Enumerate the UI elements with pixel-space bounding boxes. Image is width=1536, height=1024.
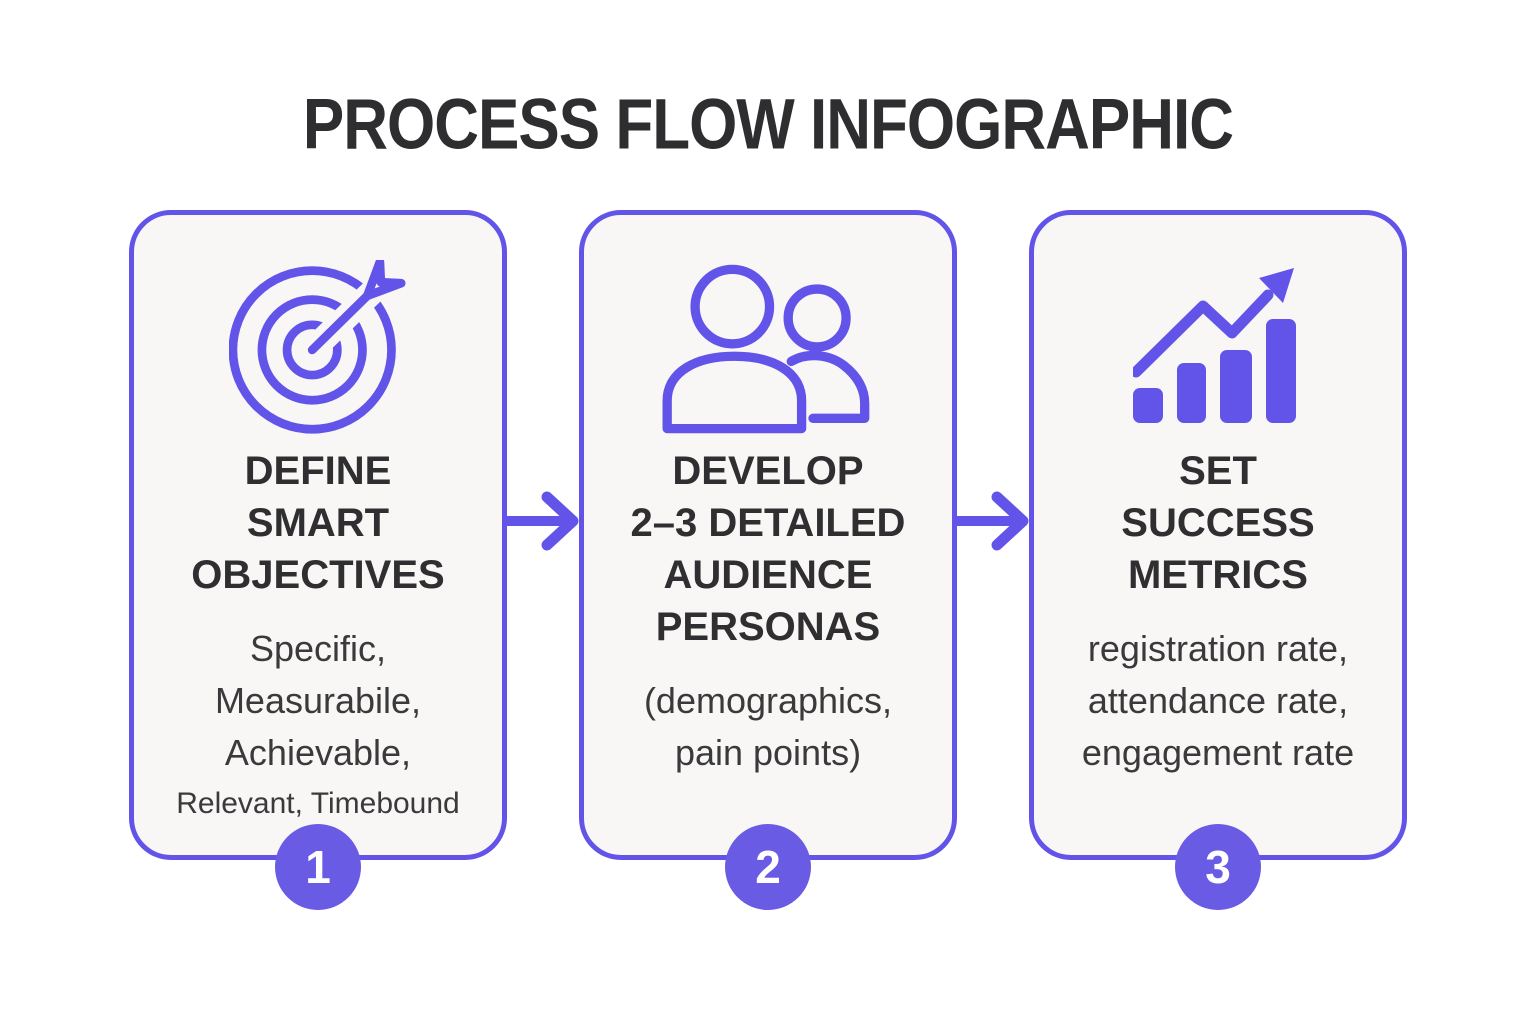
process-flow: DEFINE SMART OBJECTIVES Specific, Measur… — [129, 210, 1407, 910]
step-subtext-small: Relevant, Timebound — [176, 787, 460, 820]
infographic-canvas: { "title": "PROCESS FLOW INFOGRAPHIC", "… — [0, 84, 1536, 1024]
flow-arrow-icon — [507, 491, 579, 551]
step-card-audience-personas: DEVELOP 2–3 DETAILED AUDIENCE PERSONAS (… — [579, 210, 957, 910]
step-subtext: (demographics, pain points) — [643, 680, 893, 773]
step-number-badge: 3 — [1175, 824, 1261, 910]
people-icon — [662, 264, 870, 433]
step-heading: SET SUCCESS METRICS — [1121, 449, 1315, 597]
step-icon-box — [229, 255, 407, 441]
flow-arrow-icon — [957, 491, 1029, 551]
flow-connector — [957, 489, 1029, 553]
step-number-badge: 2 — [725, 824, 811, 910]
step-subtext: Specific, Measurabile, Achievable, — [214, 628, 422, 773]
step-heading: DEFINE SMART OBJECTIVES — [191, 449, 445, 597]
step-subtext: registration rate, attendance rate, enga… — [1081, 628, 1355, 773]
step-heading: DEVELOP 2–3 DETAILED AUDIENCE PERSONAS — [630, 449, 906, 649]
step-number-badge: 1 — [275, 824, 361, 910]
target-icon — [229, 260, 407, 434]
step-card-success-metrics: SET SUCCESS METRICS registration rate, a… — [1029, 210, 1407, 910]
step-card-define-objectives: DEFINE SMART OBJECTIVES Specific, Measur… — [129, 210, 507, 910]
bar-chart-growth-icon — [1133, 268, 1296, 423]
page-title: PROCESS FLOW INFOGRAPHIC — [302, 85, 1234, 165]
step-icon-box — [662, 255, 874, 441]
flow-connector — [507, 489, 579, 553]
step-icon-box — [1133, 255, 1303, 441]
